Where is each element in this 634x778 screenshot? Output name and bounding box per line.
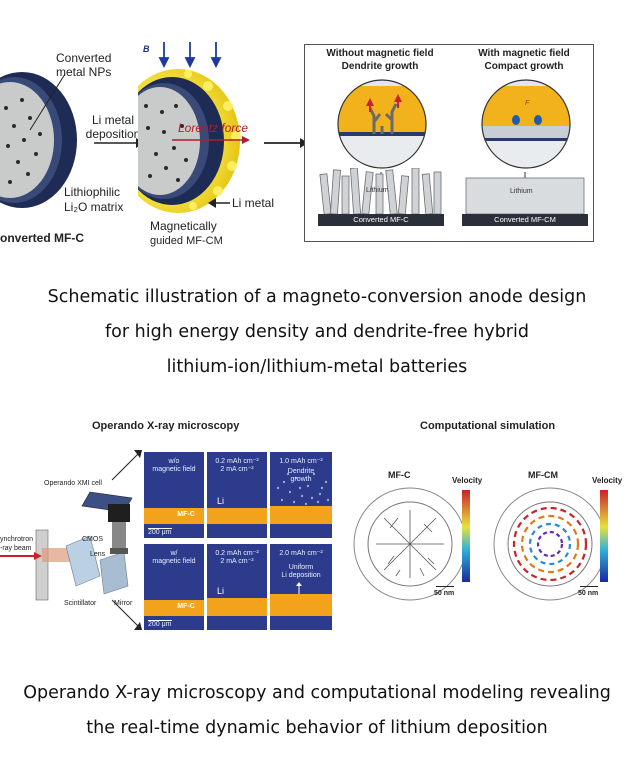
row2-cell2-label-2: 2 mA cm⁻² [220, 558, 254, 565]
dendrite-growth-title: Dendrite growth [341, 61, 419, 72]
grid-arrows-icon [111, 450, 142, 630]
sim-title: Computational simulation [420, 420, 556, 432]
guided-label-2: guided MF-CM [150, 235, 223, 247]
row2-cell2-label-1: 0.2 mAh cm⁻² [215, 550, 259, 557]
synchrotron-label-2: -ray beam [0, 545, 32, 552]
row1-cell2-li: Li [217, 496, 225, 506]
caption-operando: Operando X-ray microscopy and computatio… [0, 676, 634, 746]
lithiophilic-label: Lithiophilic [64, 185, 121, 199]
caption-1-line-1: Schematic illustration of a magneto-conv… [47, 287, 587, 307]
xray-title: Operando X-ray microscopy [92, 420, 240, 432]
sim-left-velocity: Velocity [452, 476, 483, 485]
compact-layer-illustration [462, 177, 588, 226]
row2-cell2-li: Li [217, 586, 225, 596]
mfc-caption-label: onverted MF-C [0, 231, 84, 245]
with-lithium-label: Lithium [510, 188, 533, 195]
caption-1-line-2: for high energy density and dendrite-fre… [105, 322, 529, 342]
force-f-label: F [525, 100, 530, 107]
row1-cell2-label-2: 2 mA cm⁻² [220, 466, 254, 473]
scintillator-label: Scintillator [64, 600, 97, 607]
transition-arrow-icon [264, 138, 308, 148]
without-substrate-label: Converted MF-C [353, 215, 409, 224]
row2-cell3-label-3: Li deposition [281, 572, 321, 579]
sim-right-velocity: Velocity [592, 476, 623, 485]
lorentz-force-label: Lorentz force [178, 121, 249, 135]
lens-label: Lens [90, 551, 106, 558]
mirror-label: Mirror [114, 600, 133, 607]
compact-magnifier [481, 79, 571, 169]
synchrotron-label-1: ynchrotron [0, 536, 34, 543]
row1-cell3-label-2: Dendrite [287, 468, 315, 475]
mfc-disc-illustration [0, 72, 77, 208]
row1-cell3-label-3: growth [290, 476, 312, 483]
deposition-arrow-icon [94, 138, 144, 148]
li-metal-arrow-icon [208, 198, 230, 208]
row1-cell1-label-1: w/o [168, 458, 180, 465]
with-substrate-label: Converted MF-CM [494, 215, 556, 224]
li-metal-label: Li metal [232, 196, 275, 210]
xmi-cell-label: Operando XMI cell [44, 480, 102, 487]
caption-2-line-1: Operando X-ray microscopy and computatio… [23, 683, 611, 703]
row1-scale: 200 μm [148, 529, 172, 536]
row2-scale: 200 μm [148, 621, 172, 628]
row1-cell2-label-1: 0.2 mAh cm⁻² [215, 458, 259, 465]
xray-row-1: w/o magnetic field MF-C 200 μm 0.2 mAh c… [144, 452, 332, 538]
row1-cell1-mf: MF-C [177, 511, 195, 518]
magnetic-field-arrows-icon [158, 42, 222, 68]
row1-cell3-label-1: 1.0 mAh cm⁻² [279, 458, 323, 465]
cmos-label: CMOS [82, 536, 103, 543]
row2-cell3-label-1: 2.0 mAh cm⁻² [279, 550, 323, 557]
without-field-title: Without magnetic field [326, 48, 434, 59]
row2-cell3: 2.0 mAh cm⁻² Uniform Li deposition [270, 544, 332, 630]
mfcm-disc-illustration [138, 69, 241, 213]
converted-np-label: Converted metal NPs [56, 51, 112, 79]
b-field-label: B [143, 44, 150, 54]
dendrite-columns-illustration [318, 168, 444, 226]
without-lithium-label: Lithium [366, 187, 389, 194]
sim-right-circle [493, 487, 607, 601]
xray-row-2: w/ magnetic field MF-C 200 μm 0.2 mAh cm… [144, 544, 332, 630]
sim-left-scale: 50 nm [434, 590, 455, 597]
sim-right-title: MF-CM [528, 470, 558, 480]
bottom-figure: Operando X-ray microscopy Computational … [0, 410, 634, 640]
row2-cell1-label-1: w/ [170, 550, 178, 557]
row1-cell3: 1.0 mAh cm⁻² Dendrite growth [270, 452, 332, 538]
row2-cell3-label-2: Uniform [288, 564, 314, 571]
sim-right-scale: 50 nm [578, 590, 599, 597]
dendrite-noise-icon [270, 472, 332, 524]
sim-left-colorbar [462, 490, 470, 582]
guided-label-1: Magnetically [150, 219, 217, 233]
row2-cell1-label-2: magnetic field [152, 558, 196, 565]
pointer-line-icon [29, 73, 66, 131]
li2o-matrix-label: Li₂O matrix [64, 200, 124, 214]
uniform-arrow-icon [296, 582, 302, 594]
compact-growth-title: Compact growth [484, 61, 564, 72]
caption-2-line-2: the real-time dynamic behavior of lithiu… [86, 718, 548, 738]
row2-cell2: 0.2 mAh cm⁻² 2 mA cm⁻² Li [207, 544, 267, 630]
xray-setup-illustration [0, 491, 133, 601]
row2-cell1: w/ magnetic field MF-C 200 μm [144, 544, 204, 630]
caption-1-line-3: lithium-ion/lithium-metal batteries [166, 357, 468, 377]
row1-cell1-label-2: magnetic field [152, 466, 196, 473]
row1-cell2: 0.2 mAh cm⁻² 2 mA cm⁻² Li [207, 452, 267, 538]
sim-left-title: MF-C [388, 470, 411, 480]
li-deposition-label: Li metal deposition [85, 113, 141, 141]
lorentz-arrow-icon [172, 136, 250, 144]
with-field-title: With magnetic field [478, 48, 570, 59]
row2-cell1-mf: MF-C [177, 603, 195, 610]
top-figure: Converted metal NPs Li metal deposition … [0, 0, 634, 265]
caption-schematic: Schematic illustration of a magneto-conv… [0, 280, 634, 385]
sim-right-colorbar [600, 490, 608, 582]
row1-cell1: w/o magnetic field MF-C 200 μm [144, 452, 204, 538]
sim-left-circle [353, 487, 467, 601]
dendrite-magnifier [337, 79, 427, 169]
